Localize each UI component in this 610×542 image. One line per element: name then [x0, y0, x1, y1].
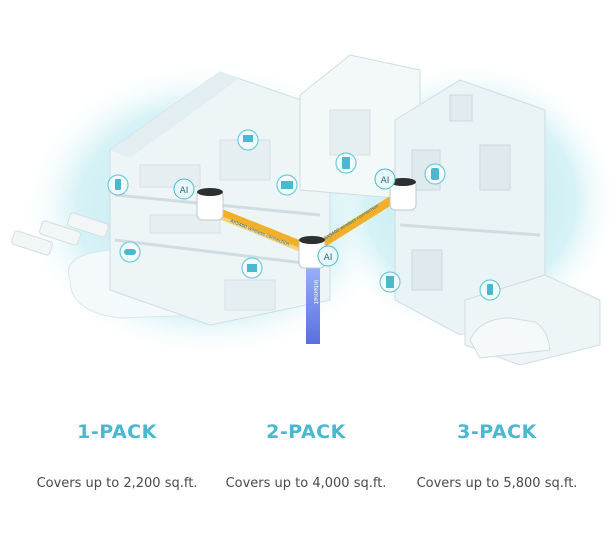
- phone-icon: [107, 174, 129, 196]
- svg-text:AI: AI: [324, 253, 333, 263]
- garage: [464, 274, 601, 366]
- laptop-icon: [237, 129, 259, 151]
- pack-title: 1-PACK: [77, 421, 157, 443]
- mesh-links: [212, 188, 403, 256]
- pack-coverage: Covers up to 2,200 sq.ft.: [36, 476, 198, 491]
- ai-badge-middle: AI: [317, 245, 339, 267]
- phone-icon-2: [479, 279, 501, 301]
- house-upper-block: [299, 54, 421, 201]
- svg-text:AI: AI: [381, 176, 390, 186]
- internet-beam: [306, 262, 320, 344]
- camera-icon: [241, 257, 263, 279]
- pack-options: 1-PACK Covers up to 2,200 sq.ft. 2-PACK …: [0, 412, 610, 512]
- router-left: [196, 188, 224, 221]
- svg-text:AI: AI: [180, 186, 189, 196]
- fridge-icon: [379, 271, 401, 293]
- pack-1: 1-PACK Covers up to 2,200 sq.ft.: [17, 412, 217, 494]
- router-middle: [298, 236, 326, 269]
- router-right: [389, 178, 417, 211]
- house-right-tower: [394, 79, 546, 336]
- internet-label: Internet: [312, 280, 319, 304]
- ai-badge-left: AI: [173, 178, 195, 200]
- pack-title: 2-PACK: [266, 421, 346, 443]
- pack-3: 3-PACK Covers up to 5,800 sq.ft.: [397, 412, 597, 494]
- gamepad-icon: [119, 241, 141, 263]
- pack-coverage: Covers up to 4,000 sq.ft.: [225, 476, 387, 491]
- tv-icon: [276, 174, 298, 196]
- speaker-icon: [424, 163, 446, 185]
- house-illustration: AX5400 wireless connection AX5400 wirele…: [11, 54, 610, 366]
- pack-title: 3-PACK: [457, 421, 537, 443]
- pack-coverage: Covers up to 5,800 sq.ft.: [416, 476, 578, 491]
- pack-2: 2-PACK Covers up to 4,000 sq.ft.: [206, 412, 406, 494]
- tablet-icon: [335, 152, 357, 174]
- ai-badge-right: AI: [374, 168, 396, 190]
